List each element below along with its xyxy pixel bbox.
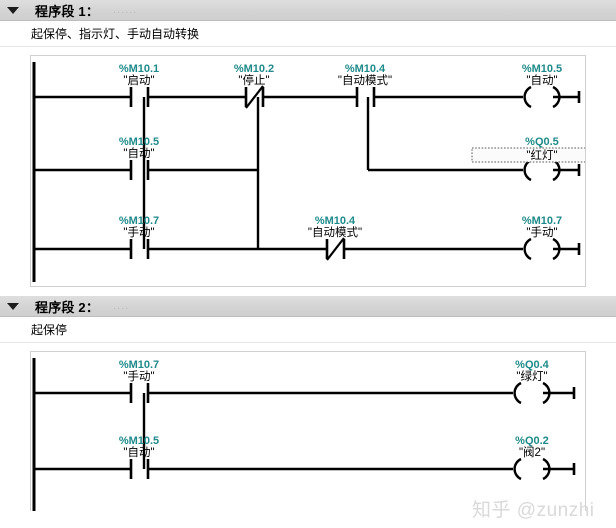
nc-slash-icon [326,237,345,261]
coil-left-arc [513,381,522,405]
selection-box[interactable] [471,147,585,163]
element-address: %Q0.5 [525,136,559,148]
element-symbol: "自动模式" [308,226,362,239]
element-address: %M10.5 [119,136,159,148]
element-address: %Q0.4 [515,359,550,371]
element-symbol: "绿灯" [516,369,547,383]
coil-left-arc [513,457,522,481]
element-address: %M10.4 [315,215,356,227]
element-symbol: "自动" [123,446,154,459]
collapse-triangle-icon[interactable] [7,302,19,310]
network-1-title-placeholder: ...... [113,4,138,16]
network-2-comment[interactable]: 起保停 [0,317,616,343]
element-symbol: "阀2" [519,445,545,459]
network-1-diagram: %M10.1 "启动" %M10.2 "停止" %M10.4 "自动模式" %M… [32,62,585,282]
network-2-diagram: %M10.7 "手动" %Q0.4 "绿灯" %M10.5 "自动" %Q0.2… [32,358,576,511]
network-1-header[interactable]: 程序段 1： ...... [0,0,616,21]
network-1-ladder-area: %M10.1 "启动" %M10.2 "停止" %M10.4 "自动模式" %M… [0,47,616,287]
element-symbol: "停止" [238,73,269,87]
element-symbol: "手动" [123,225,154,239]
element-symbol: "自动模式" [338,74,392,87]
network-2-title-placeholder: .... [113,300,130,312]
nc-slash-icon [245,85,264,109]
element-address: %M10.4 [345,63,386,75]
network-2-ladder-panel[interactable]: %M10.7 "手动" %Q0.4 "绿灯" %M10.5 "自动" %Q0.2… [30,351,586,511]
network-1-title: 程序段 1： [35,3,100,19]
element-symbol: "自动" [526,74,557,87]
coil-left-arc [523,237,532,261]
coil-left-arc [523,158,532,182]
element-address: %M10.7 [522,215,562,227]
network-2-ladder-area: %M10.7 "手动" %Q0.4 "绿灯" %M10.5 "自动" %Q0.2… [0,343,616,511]
element-address: %M10.5 [522,63,562,75]
element-address: %M10.2 [234,63,274,75]
network-1-comment[interactable]: 起保停、指示灯、手动自动转换 [0,21,616,47]
network-2-title: 程序段 2： [35,299,100,315]
element-address: %M10.1 [119,63,159,75]
element-address: %Q0.2 [515,435,549,447]
network-1-ladder-panel[interactable]: %M10.1 "启动" %M10.2 "停止" %M10.4 "自动模式" %M… [30,55,586,287]
element-symbol: "启动" [123,74,154,87]
element-symbol: "自动" [123,147,154,160]
element-symbol: "手动" [526,225,557,239]
element-address: %M10.5 [119,435,159,447]
element-symbol: "红灯" [526,149,557,162]
collapse-triangle-icon[interactable] [7,6,19,14]
element-address: %M10.7 [119,359,159,371]
coil-left-arc [523,85,532,109]
element-symbol: "手动" [123,369,154,383]
element-address: %M10.7 [119,215,159,227]
network-2-header[interactable]: 程序段 2： .... [0,296,616,317]
